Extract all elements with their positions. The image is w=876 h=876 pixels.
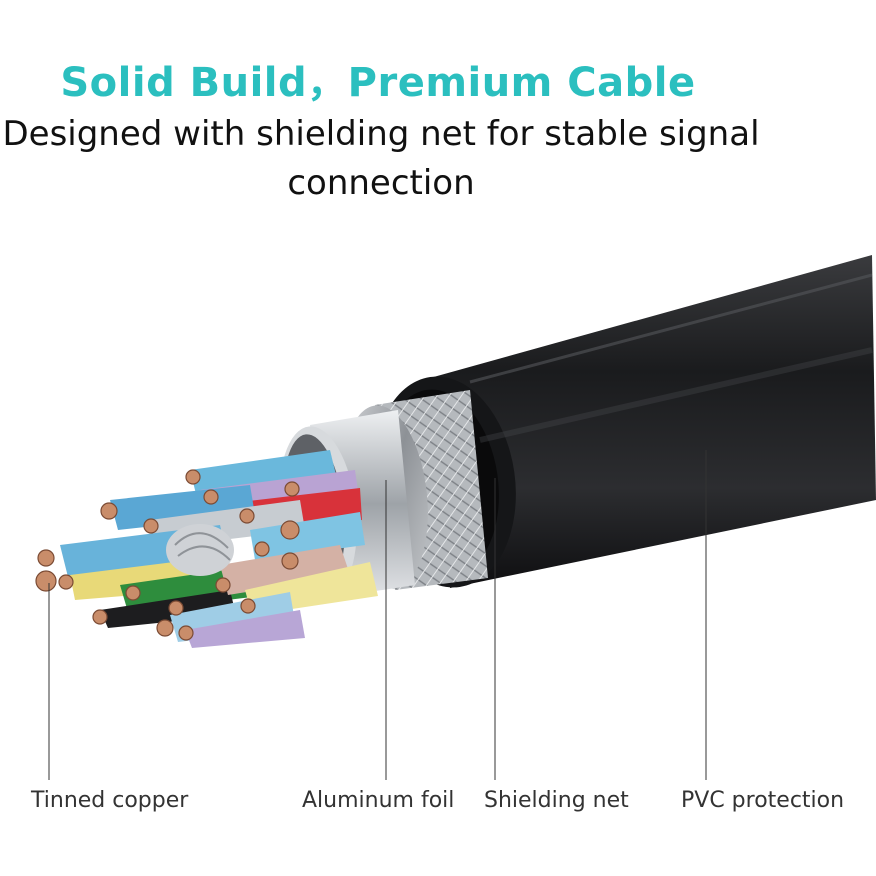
callout-lines	[48, 450, 707, 780]
label-aluminum-foil: Aluminum foil	[302, 788, 455, 813]
copper-ends	[35, 469, 300, 641]
label-tinned-copper: Tinned copper	[31, 788, 189, 813]
subheadline-line-2: connection	[287, 163, 475, 203]
headline: Solid Build，Premium Cable	[60, 60, 696, 106]
label-shielding-net: Shielding net	[484, 788, 629, 813]
label-pvc-protection: PVC protection	[681, 788, 845, 813]
subheadline-line-1: Designed with shielding net for stable s…	[2, 114, 760, 154]
inner-wires	[60, 450, 378, 648]
